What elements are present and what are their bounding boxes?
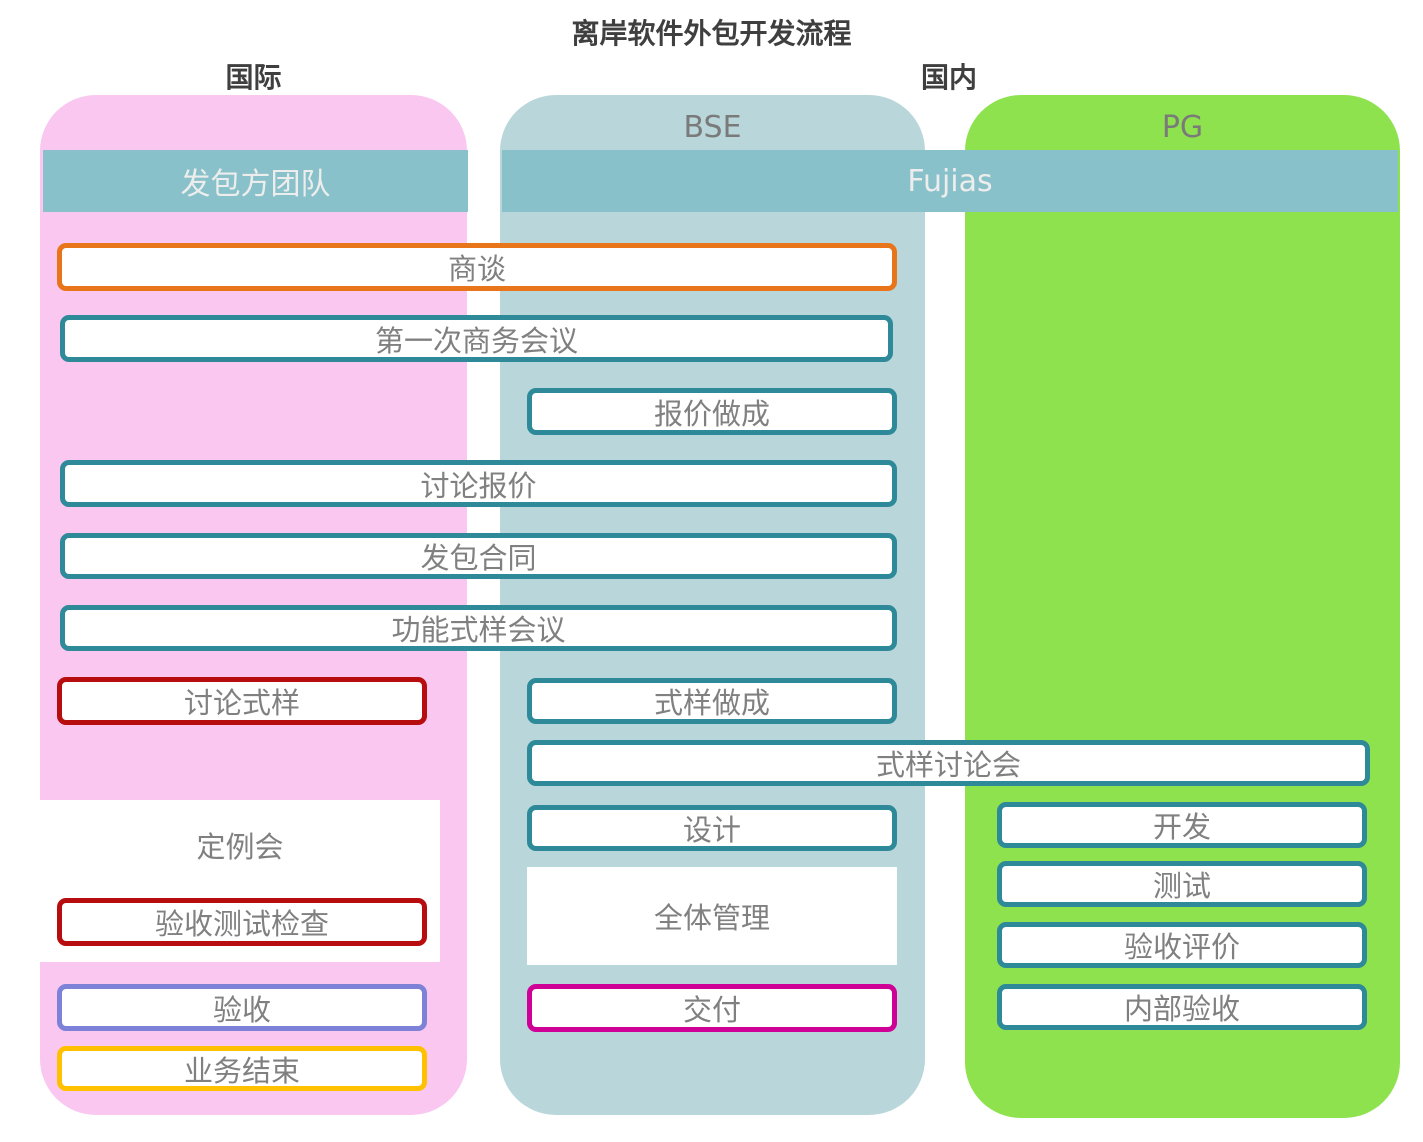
step-quotation-discussion: 讨论报价 (60, 460, 897, 507)
step-functional-spec-meeting: 功能式样会议 (60, 605, 897, 651)
header-bar-fujias: Fujias (502, 150, 1398, 212)
lane-label-pg: PG (1161, 110, 1204, 145)
step-business-end: 业务结束 (57, 1046, 427, 1091)
step-acceptance-evaluation: 验收评价 (997, 922, 1367, 968)
header-bar-client-team-label: 发包方团队 (180, 167, 331, 202)
step-testing: 测试 (997, 861, 1367, 907)
step-acceptance-test-check: 验收测试检查 (57, 898, 427, 946)
step-spec-review-meeting: 式样讨论会 (527, 740, 1370, 786)
step-first-business-meeting: 第一次商务会议 (60, 315, 893, 362)
step-overall-management: 全体管理 (527, 867, 897, 965)
step-spec-creation: 式样做成 (527, 678, 897, 724)
step-spec-discussion: 讨论式样 (57, 677, 427, 725)
diagram-title: 离岸软件外包开发流程 (571, 17, 852, 50)
step-internal-acceptance: 内部验收 (997, 984, 1367, 1030)
step-design: 设计 (527, 805, 897, 851)
step-negotiation: 商谈 (57, 243, 897, 291)
step-quotation-creation: 报价做成 (527, 388, 897, 435)
step-outsourcing-contract: 发包合同 (60, 533, 897, 579)
lane-label-bse: BSE (683, 110, 742, 145)
header-bar-fujias-label: Fujias (907, 163, 993, 199)
region-label-international: 国际 (225, 61, 282, 94)
step-acceptance: 验收 (57, 984, 427, 1031)
header-bar-client-team: 发包方团队 (43, 150, 468, 212)
region-label-domestic: 国内 (920, 61, 977, 94)
step-development: 开发 (997, 802, 1367, 848)
step-delivery: 交付 (527, 984, 897, 1032)
